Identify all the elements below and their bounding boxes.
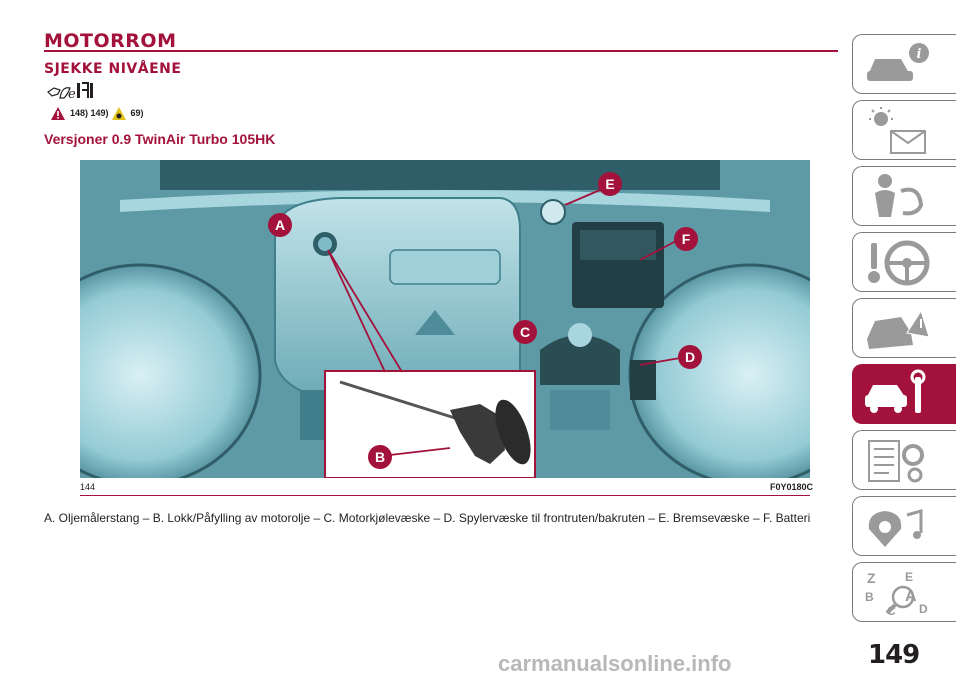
alphabetical-index-icon: Z E B A C D <box>865 570 928 618</box>
tab-multimedia[interactable] <box>852 496 956 556</box>
figure-legend: A. Oljemålerstang – B. Lokk/Påfylling av… <box>44 511 811 525</box>
svg-text:E: E <box>905 570 913 584</box>
callout-F: F <box>674 227 698 251</box>
engine-compartment-figure: A B C D E F <box>80 160 810 478</box>
steering-wheel-icon <box>868 240 930 286</box>
svg-text:e: e <box>68 87 76 102</box>
page-number: 149 <box>868 640 920 670</box>
svg-text:D: D <box>919 602 928 616</box>
tab-emergency[interactable] <box>852 298 956 358</box>
svg-text:A: A <box>905 588 917 605</box>
emergency-car-icon <box>867 309 930 349</box>
danger-icon <box>51 106 65 120</box>
service-check-icon: e <box>47 82 93 102</box>
tab-maintenance[interactable] <box>852 364 956 424</box>
callout-C: C <box>513 320 537 344</box>
callout-E: E <box>598 172 622 196</box>
svg-text:Z: Z <box>867 570 876 586</box>
callout-label-B: B <box>375 449 385 465</box>
callout-label-A: A <box>275 217 285 233</box>
callout-D: D <box>678 345 702 369</box>
title-divider <box>44 50 838 52</box>
subsection-title: SJEKKE NIVÅENE <box>44 61 182 77</box>
watermark: carmanualsonline.info <box>498 651 732 676</box>
danger-refs: 148) 149) <box>70 108 109 118</box>
section-title: MOTORROM <box>44 30 177 52</box>
engine-illustration: A B C D E F <box>80 160 810 478</box>
caution-icon <box>111 106 126 120</box>
svg-text:B: B <box>865 590 874 604</box>
figure-number: 144 <box>80 482 96 492</box>
tab-starting-driving[interactable] <box>852 232 956 292</box>
technical-data-icon <box>868 440 924 483</box>
caution-refs: 69) <box>130 108 144 118</box>
figure-code: F0Y0180C <box>770 482 814 492</box>
version-title: Versjoner 0.9 TwinAir Turbo 105HK <box>44 131 276 147</box>
warning-references: 148) 149) 69) <box>50 104 144 122</box>
tab-index[interactable]: Z E B A C D <box>852 562 956 622</box>
safety-airbag-icon <box>875 174 924 217</box>
callout-label-C: C <box>520 324 530 340</box>
car-maintenance-icon <box>865 369 926 413</box>
multimedia-icon <box>868 509 923 547</box>
callout-label-D: D <box>685 349 695 365</box>
callout-A: A <box>268 213 292 237</box>
tab-safety[interactable] <box>852 166 956 226</box>
tab-warning-lights[interactable] <box>852 100 956 160</box>
figure-divider <box>80 495 810 496</box>
callout-label-F: F <box>682 231 691 247</box>
callout-B: B <box>368 445 392 469</box>
svg-text:i: i <box>917 47 922 62</box>
car-info-icon: i <box>867 43 929 81</box>
tab-car-info[interactable]: i <box>852 34 956 94</box>
tab-technical-data[interactable] <box>852 430 956 490</box>
callout-label-E: E <box>605 176 614 192</box>
warning-lights-icon <box>869 107 926 154</box>
